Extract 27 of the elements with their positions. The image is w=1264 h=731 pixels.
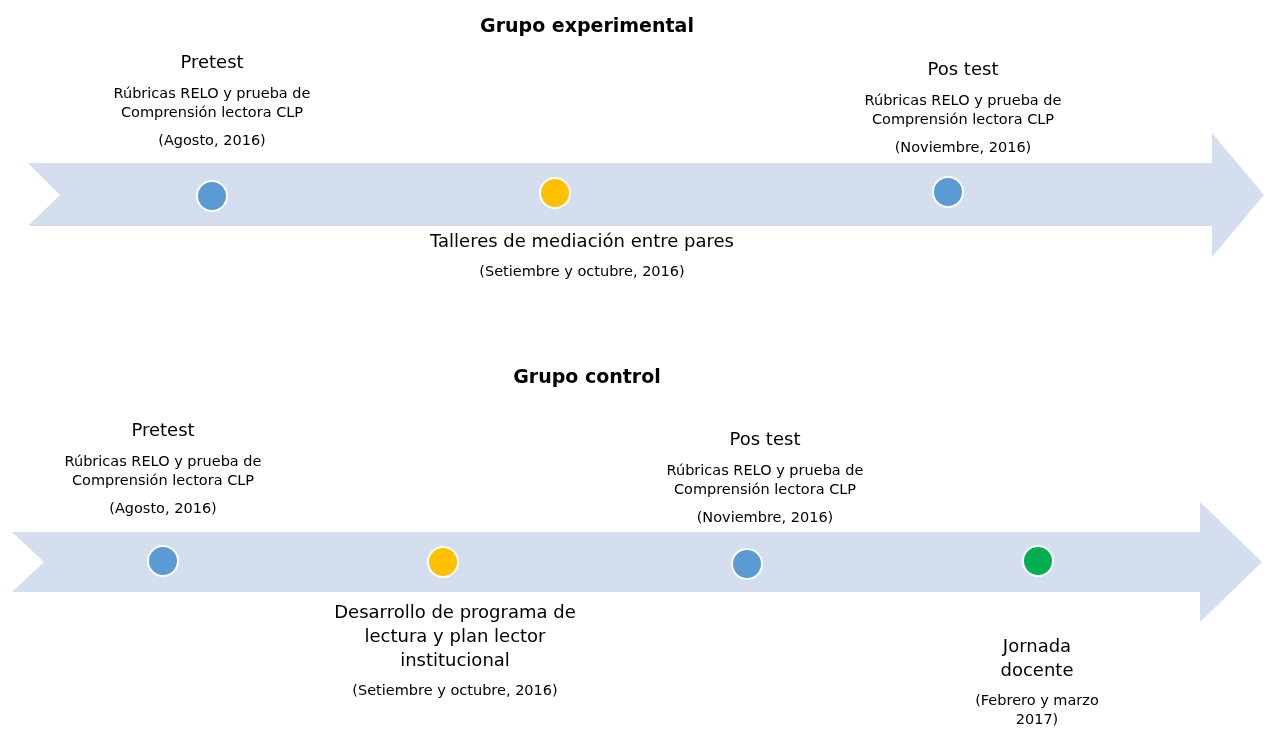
milestone-description: Rúbricas RELO y prueba de Comprensión lectora CLP xyxy=(665,461,865,499)
milestone-description: Rúbricas RELO y prueba de Comprensión lectora CLP xyxy=(63,452,263,490)
milestone-title: Pos test xyxy=(728,427,802,451)
date-label: (Agosto, 2016) xyxy=(108,499,218,518)
date-label: (Febrero y marzo 2017) xyxy=(974,691,1100,729)
milestone-dot xyxy=(146,544,180,578)
date-label: (Setiembre y octubre, 2016) xyxy=(351,681,559,700)
milestone-dot xyxy=(538,176,572,210)
group-heading: Grupo experimental xyxy=(480,14,694,36)
milestone-title: Pos test xyxy=(926,57,1000,81)
milestone-description: Rúbricas RELO y prueba de Comprensión lectora CLP xyxy=(112,84,312,122)
milestone-dot xyxy=(426,545,460,579)
milestone-dot xyxy=(730,547,764,581)
group-heading: Grupo control xyxy=(513,365,661,387)
milestone-title: Pretest xyxy=(179,50,245,74)
milestone-dot xyxy=(1021,544,1055,578)
milestone-dot xyxy=(195,179,229,213)
milestone-description: Rúbricas RELO y prueba de Comprensión lectora CLP xyxy=(863,91,1063,129)
date-label: (Setiembre y octubre, 2016) xyxy=(478,262,686,281)
date-label: (Noviembre, 2016) xyxy=(893,138,1033,157)
milestone-title: Desarrollo de programa de lectura y plan lector institucional xyxy=(333,600,577,672)
date-label: (Agosto, 2016) xyxy=(157,131,267,150)
milestone-title: Pretest xyxy=(130,418,196,442)
date-label: (Noviembre, 2016) xyxy=(695,508,835,527)
milestone-title: Talleres de mediación entre pares xyxy=(429,229,735,253)
milestone-dot xyxy=(931,175,965,209)
milestone-title: Jornada docente xyxy=(999,634,1075,682)
